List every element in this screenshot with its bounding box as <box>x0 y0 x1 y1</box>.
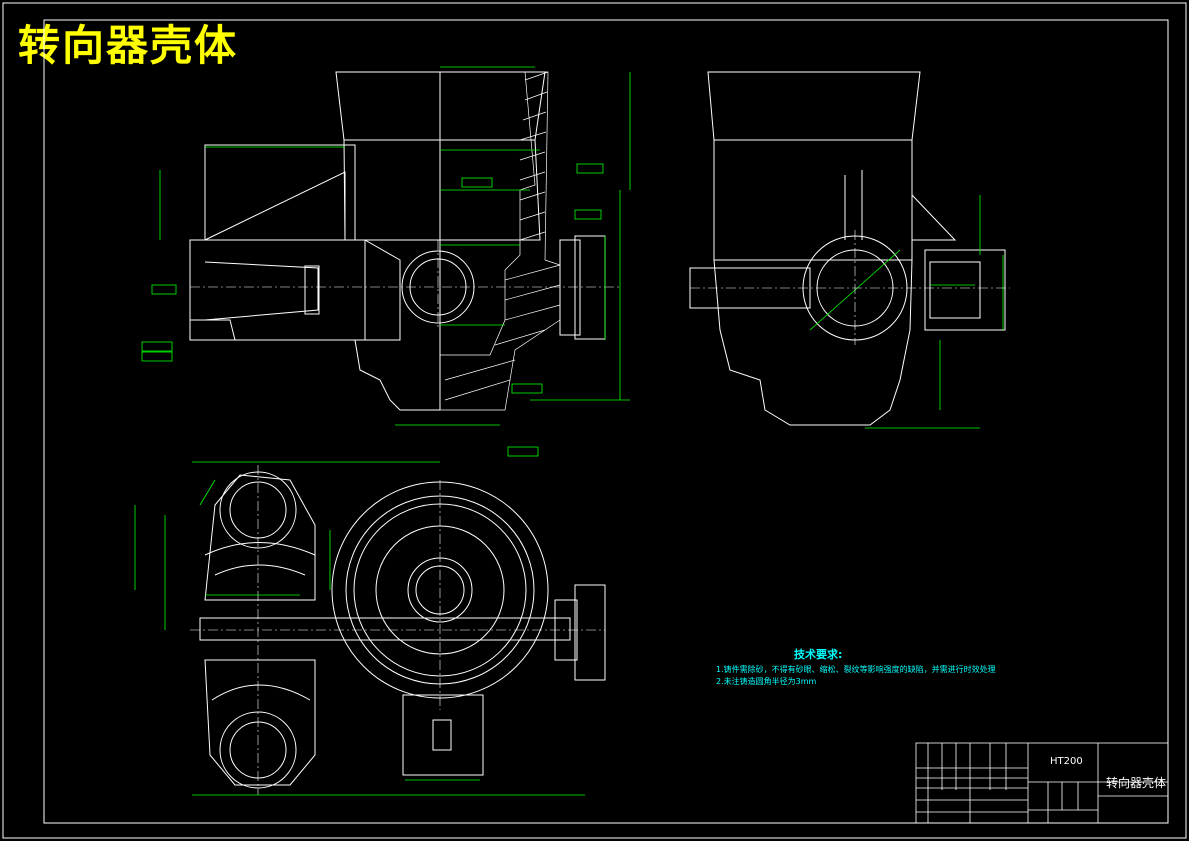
front-section-view <box>189 71 606 411</box>
title-block <box>915 742 1169 824</box>
tech-item-2: 2.未注铸造圆角半径为3mm <box>716 677 817 686</box>
side-dimensions <box>809 195 1004 429</box>
tech-item-1: 1.铸件需除砂，不得有砂眼、缩松、裂纹等影响强度的缺陷，并需进行时效处理 <box>716 665 996 674</box>
front-section-hatch <box>439 71 561 411</box>
tech-heading: 技术要求: <box>794 648 843 661</box>
material-label: HT200 <box>1050 756 1083 767</box>
drawing-title: 转向器壳体 <box>18 21 239 70</box>
front-dimensions <box>141 66 631 457</box>
side-centerlines <box>690 230 1010 345</box>
front-centerlines <box>190 240 620 330</box>
top-dimensions <box>134 461 585 796</box>
top-centerlines <box>190 465 605 795</box>
side-view <box>689 71 1006 426</box>
part-name-label: 转向器壳体 <box>1106 776 1167 790</box>
